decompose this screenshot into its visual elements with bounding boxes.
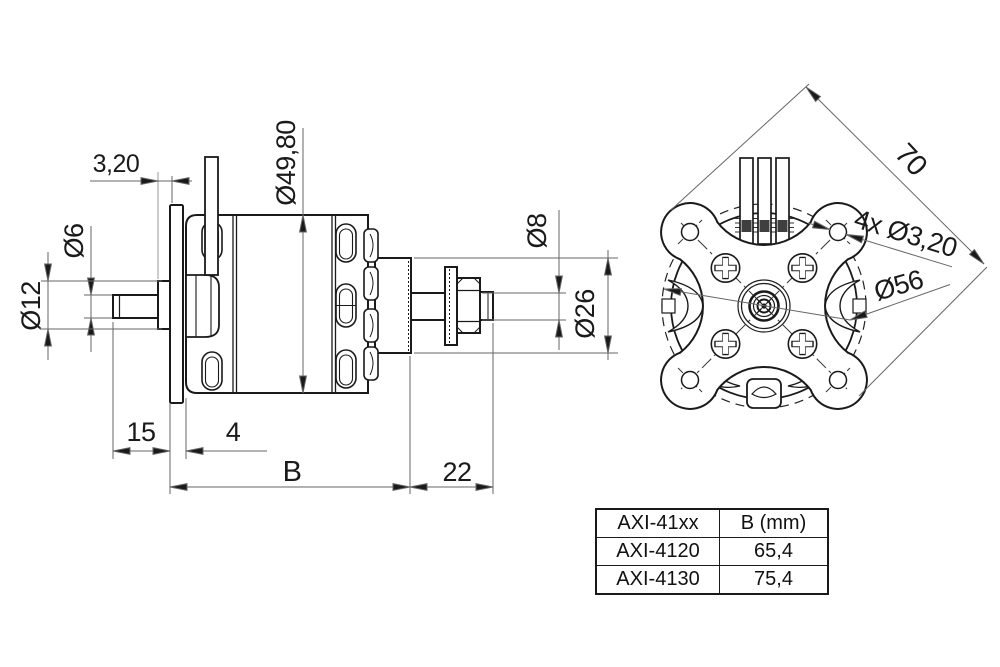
- dim-front-shaft-len: 15: [126, 417, 155, 447]
- spec-cell-b: 75,4: [719, 566, 827, 593]
- phillips-screws: [710, 253, 818, 359]
- center-shaft-hub: [737, 279, 791, 333]
- spec-cell-model: AXI-4120: [616, 540, 700, 562]
- shaft-stub: [479, 291, 494, 321]
- spec-cell-b: 65,4: [719, 538, 827, 565]
- rear-shaft: [410, 292, 446, 321]
- dim-front-shaft-dia: Ø6: [59, 223, 89, 258]
- dim-rear-collar-dia: Ø26: [570, 289, 600, 339]
- front-view-dimensions: [662, 83, 988, 397]
- front-boss: [157, 280, 171, 330]
- side-view: [112, 156, 494, 404]
- hex-nut: [456, 277, 481, 334]
- spec-table-row: AXI-4130 75,4: [597, 565, 827, 593]
- front-view: [660, 157, 868, 410]
- front-shaft: [112, 294, 159, 319]
- dim-rear-shaft-dia: Ø8: [522, 213, 552, 248]
- wire-prong-side: [204, 156, 219, 276]
- spec-table-row: AXI-4120 65,4: [597, 537, 827, 565]
- spec-cell-model: AXI-4130: [616, 568, 700, 590]
- wire-sleeves: [741, 220, 788, 232]
- dim-rear-len: 22: [442, 457, 471, 487]
- dim-boss-offset: 3,20: [93, 150, 140, 178]
- motor-body: [185, 214, 369, 394]
- rear-collar: [374, 257, 412, 354]
- rear-cooling-slots: [335, 223, 357, 389]
- mounting-holes: [680, 222, 848, 390]
- front-hub: [185, 274, 220, 338]
- prop-washer: [444, 266, 458, 346]
- dim-bell-dia: Ø56: [871, 264, 927, 306]
- spec-header-model: AXI-41xx: [617, 512, 699, 534]
- dim-flange-to-hub: 4: [226, 417, 241, 447]
- spec-table-header-row: AXI-41xx B (mm): [597, 510, 827, 537]
- dim-mount-holes: 4x Ø3,20: [851, 204, 961, 264]
- dim-body-dia: Ø49,80: [271, 120, 301, 206]
- mounting-flange: [169, 204, 184, 404]
- dim-boss-dia: Ø12: [16, 281, 46, 331]
- rear-bell-tabs: [363, 228, 379, 381]
- dim-body-len: B: [283, 456, 302, 488]
- spec-table: AXI-41xx B (mm) AXI-4120 65,4 AXI-4130 7…: [595, 508, 829, 595]
- spec-header-b: B (mm): [719, 510, 827, 537]
- side-view-dimensions: [41, 128, 618, 494]
